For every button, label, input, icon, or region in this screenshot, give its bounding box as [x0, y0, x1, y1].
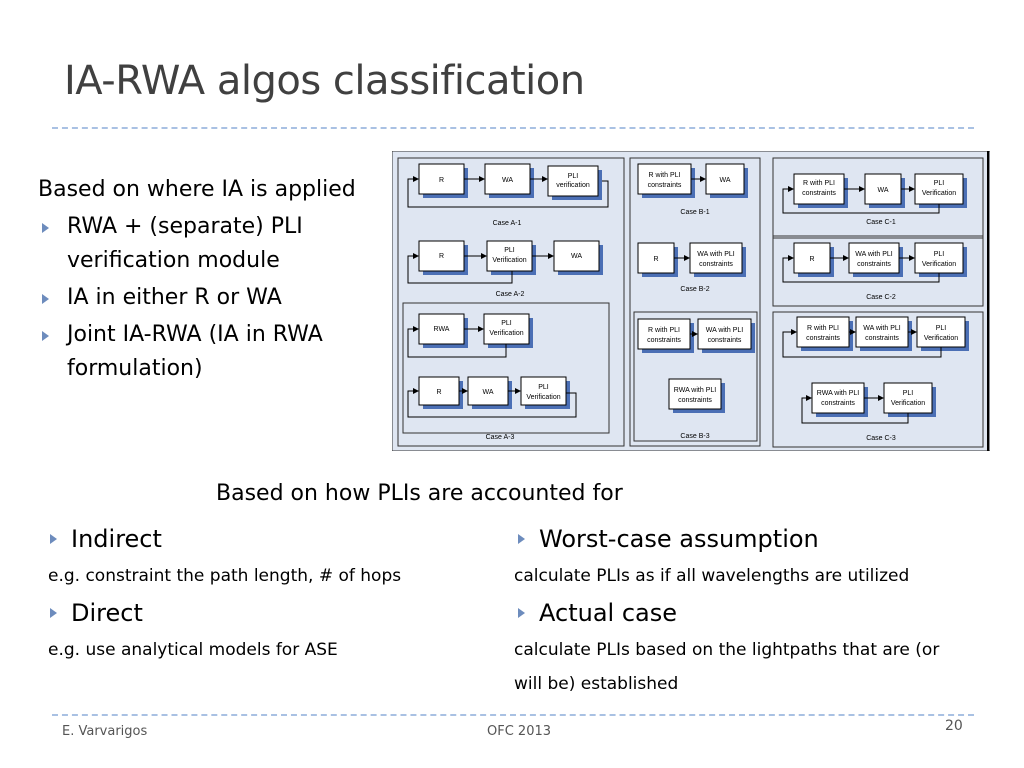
- box-wa-with-pli-2: constraints: [857, 261, 891, 268]
- bullet-arrow-icon: [518, 608, 525, 618]
- box-pli-label: PLI: [934, 180, 945, 187]
- left-bullet-2: IA in either R or WA: [38, 281, 367, 315]
- box-r-with-pli-1: R with PLI: [803, 180, 835, 187]
- actual-case-description-line2: will be) established: [514, 674, 679, 694]
- box-wa-with-pli-2: constraints: [708, 337, 742, 344]
- bullet-actual-case-text: Actual case: [539, 599, 677, 627]
- footer-event: OFC 2013: [487, 724, 552, 739]
- case-a2-label: Case A-2: [496, 291, 525, 298]
- box-wa: WA: [719, 177, 730, 184]
- box-pli-verification-label: Verification: [922, 261, 956, 268]
- bullet-arrow-icon: [50, 534, 57, 544]
- case-c1-label: Case C-1: [866, 219, 896, 226]
- box-wa-with-pli-1: WA with PLI: [855, 251, 893, 258]
- box-r-with-pli-2: constraints: [802, 190, 836, 197]
- case-c3-label: Case C-3: [866, 435, 896, 442]
- case-a1-label: Case A-1: [493, 220, 522, 227]
- box-pli-verification-label: Verification: [922, 190, 956, 197]
- box-pli-label: PLI: [538, 384, 549, 391]
- bullet-arrow-icon: [42, 223, 49, 233]
- box-r-with-pli-1: R with PLI: [649, 172, 681, 179]
- indirect-example: e.g. constraint the path length, # of ho…: [48, 566, 402, 586]
- box-pli-verification-label: Verification: [489, 330, 523, 337]
- box-r-with-pli-2: constraints: [806, 335, 840, 342]
- left-bullet-3: Joint IA-RWA (IA in RWA formulation): [38, 318, 367, 386]
- case-b2-label: Case B-2: [680, 286, 709, 293]
- box-pli-verification-label: verification: [556, 182, 590, 189]
- box-pli-verification-label: Verification: [526, 394, 560, 401]
- worst-actual-column: Worst-case assumption calculate PLIs as …: [512, 519, 939, 701]
- box-pli-label: PLI: [568, 173, 579, 180]
- box-pli-label: PLI: [934, 251, 945, 258]
- bullet-arrow-icon: [42, 294, 49, 304]
- box-wa-with-pli-1: WA with PLI: [863, 325, 901, 332]
- worst-case-description: calculate PLIs as if all wavelengths are…: [514, 566, 910, 586]
- slide-title: IA-RWA algos classification: [64, 58, 585, 104]
- direct-example: e.g. use analytical models for ASE: [48, 640, 338, 660]
- box-wa: WA: [482, 389, 493, 396]
- box-pli-verification-label: Verification: [492, 257, 526, 264]
- bullet-arrow-icon: [42, 331, 49, 341]
- case-b1-label: Case B-1: [680, 209, 709, 216]
- box-r: R: [809, 256, 814, 263]
- bullet-actual-case: Actual case: [512, 593, 939, 633]
- footer-divider: [52, 714, 974, 716]
- box-wa-with-pli-2: constraints: [865, 335, 899, 342]
- indirect-direct-column: Indirect e.g. constraint the path length…: [44, 519, 401, 667]
- box-rwa-with-pli-2: constraints: [678, 397, 712, 404]
- page-number: 20: [945, 718, 963, 734]
- section-heading: Based on how PLIs are accounted for: [216, 481, 623, 506]
- box-wa: WA: [571, 253, 582, 260]
- bullet-indirect: Indirect: [44, 519, 401, 559]
- box-r-with-pli-2: constraints: [648, 182, 682, 189]
- box-r-with-pli-1: R with PLI: [807, 325, 839, 332]
- case-b3-label: Case B-3: [680, 433, 709, 440]
- left-bullet-1-text: RWA + (separate) PLI verification module: [67, 214, 303, 273]
- left-text-block: Based on where IA is applied RWA + (sepa…: [38, 173, 367, 386]
- box-wa-with-pli-1: WA with PLI: [697, 251, 735, 258]
- box-pli-label: PLI: [936, 325, 947, 332]
- bullet-arrow-icon: [50, 608, 57, 618]
- box-rwa-with-pli-2: constraints: [821, 400, 855, 407]
- box-r: R: [439, 177, 444, 184]
- box-rwa-with-pli-1: RWA with PLI: [817, 390, 859, 397]
- box-rwa-with-pli-1: RWA with PLI: [674, 387, 716, 394]
- box-pli-label: PLI: [501, 320, 512, 327]
- bullet-arrow-icon: [518, 534, 525, 544]
- bullet-indirect-text: Indirect: [71, 525, 162, 553]
- ia-rwa-case-diagram: R WA PLI verification Case A-1 R PLI Ver…: [392, 151, 990, 451]
- box-r-with-pli-1: R with PLI: [648, 327, 680, 334]
- bullet-direct: Direct: [44, 593, 401, 633]
- left-bullet-2-text: IA in either R or WA: [67, 285, 282, 310]
- bullet-worst-case-text: Worst-case assumption: [539, 525, 819, 553]
- left-heading: Based on where IA is applied: [38, 177, 356, 202]
- left-bullet-3-text: Joint IA-RWA (IA in RWA formulation): [67, 322, 323, 381]
- box-pli-verification-label: Verification: [891, 400, 925, 407]
- box-pli-verification-label: Verification: [924, 335, 958, 342]
- box-wa-with-pli-2: constraints: [699, 261, 733, 268]
- box-r: R: [439, 253, 444, 260]
- box-r: R: [436, 389, 441, 396]
- case-c2-label: Case C-2: [866, 294, 896, 301]
- box-pli-label: PLI: [504, 247, 515, 254]
- case-a3-label: Case A-3: [486, 434, 515, 441]
- box-wa: WA: [877, 187, 888, 194]
- title-divider: [52, 127, 974, 129]
- box-pli-label: PLI: [903, 390, 914, 397]
- footer-author: E. Varvarigos: [62, 724, 148, 739]
- box-wa: WA: [502, 177, 513, 184]
- left-bullet-1: RWA + (separate) PLI verification module: [38, 210, 367, 278]
- bullet-worst-case: Worst-case assumption: [512, 519, 939, 559]
- box-r: R: [653, 256, 658, 263]
- bullet-direct-text: Direct: [71, 599, 143, 627]
- box-wa-with-pli-1: WA with PLI: [706, 327, 744, 334]
- box-rwa: RWA: [434, 326, 450, 333]
- box-r-with-pli-2: constraints: [647, 337, 681, 344]
- actual-case-description-line1: calculate PLIs based on the lightpaths t…: [514, 640, 940, 660]
